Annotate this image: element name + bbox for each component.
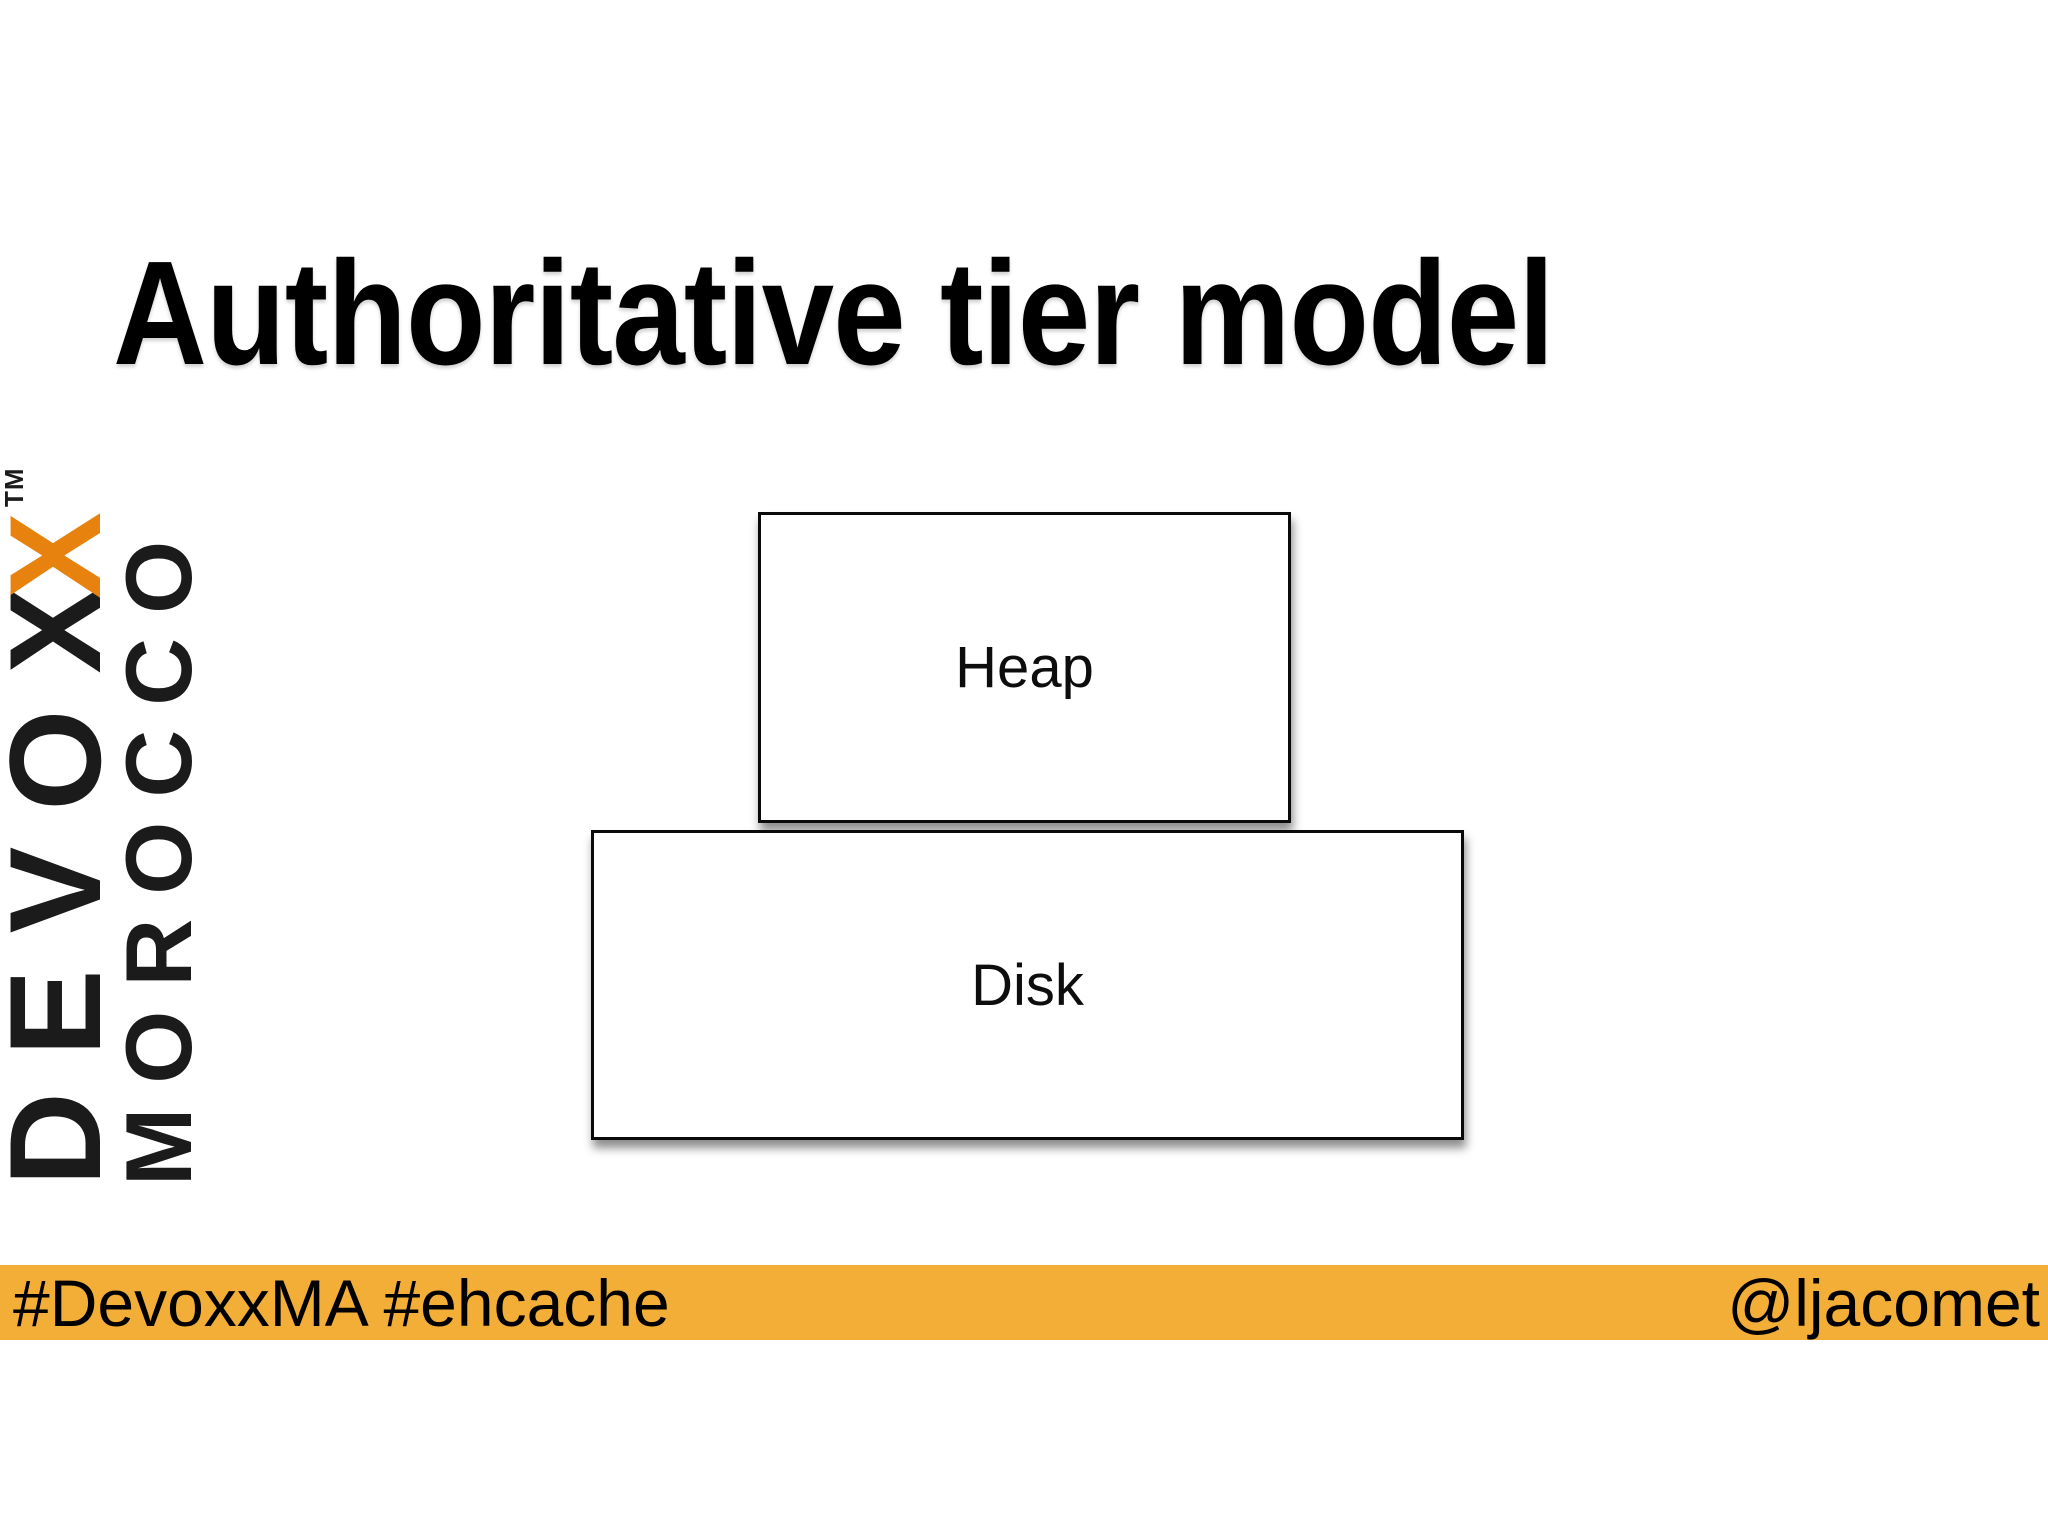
disk-tier-box: Disk [591,830,1464,1140]
heap-tier-label: Heap [955,635,1094,700]
logo-morocco-wordmark: MOROCCO [106,516,211,1186]
footer-twitter-handle: @ljacomet [1727,1265,2040,1340]
heap-tier-box: Heap [758,512,1291,823]
footer-hashtag-bar: #DevoxxMA #ehcache @ljacomet [0,1265,2048,1340]
footer-hashtags: #DevoxxMA #ehcache [13,1265,670,1340]
logo-devoxx-wordmark: DEVOXX [0,476,128,1186]
disk-tier-label: Disk [971,952,1084,1018]
slide-title: Authoritative tier model [113,231,1555,397]
